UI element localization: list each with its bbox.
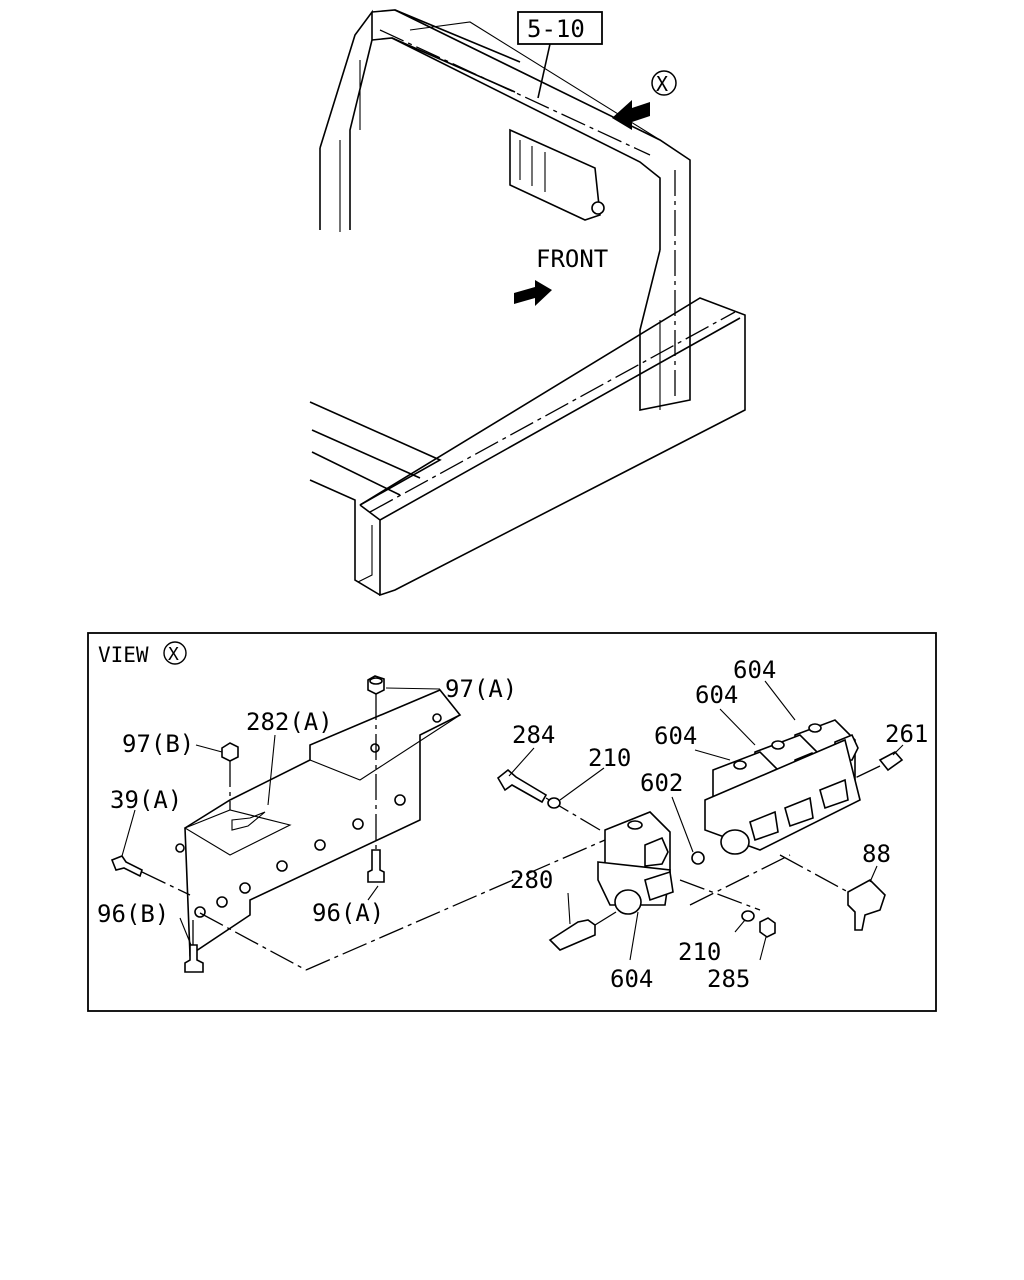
label-284: 284 bbox=[512, 721, 555, 749]
fasteners bbox=[110, 675, 776, 973]
label-261: 261 bbox=[885, 720, 928, 748]
label-97a: 97(A) bbox=[445, 675, 517, 703]
view-title: VIEW bbox=[98, 643, 149, 667]
label-280: 280 bbox=[510, 866, 553, 894]
view-x-frame bbox=[87, 632, 937, 1012]
view-title-marker-circle bbox=[163, 641, 187, 665]
label-210-top: 210 bbox=[588, 744, 631, 772]
ref-box-label: 5-10 bbox=[527, 15, 585, 43]
valve-assembly-604 bbox=[199, 719, 904, 971]
label-285: 285 bbox=[707, 965, 750, 993]
bracket-282a bbox=[175, 689, 462, 957]
label-88: 88 bbox=[862, 840, 891, 868]
label-282a: 282(A) bbox=[246, 708, 333, 736]
ref-box[interactable] bbox=[517, 11, 603, 45]
label-210-bottom: 210 bbox=[678, 938, 721, 966]
label-96a: 96(A) bbox=[312, 899, 384, 927]
view-title-marker: X bbox=[168, 644, 179, 665]
front-arrow-icon bbox=[514, 280, 552, 306]
view-direction-arrow-icon bbox=[612, 100, 650, 130]
leader-lines bbox=[121, 680, 904, 961]
view-marker-circle bbox=[651, 70, 677, 96]
label-39a: 39(A) bbox=[110, 786, 182, 814]
vehicle-frame-overview bbox=[309, 9, 746, 597]
label-604-bottom: 604 bbox=[610, 965, 653, 993]
label-96b: 96(B) bbox=[97, 900, 169, 928]
label-604-a: 604 bbox=[733, 656, 776, 684]
front-label: FRONT bbox=[536, 245, 608, 273]
view-marker-letter: X bbox=[656, 72, 668, 96]
label-604-b: 604 bbox=[695, 681, 738, 709]
label-97b: 97(B) bbox=[122, 730, 194, 758]
label-602: 602 bbox=[640, 769, 683, 797]
label-604-c: 604 bbox=[654, 722, 697, 750]
